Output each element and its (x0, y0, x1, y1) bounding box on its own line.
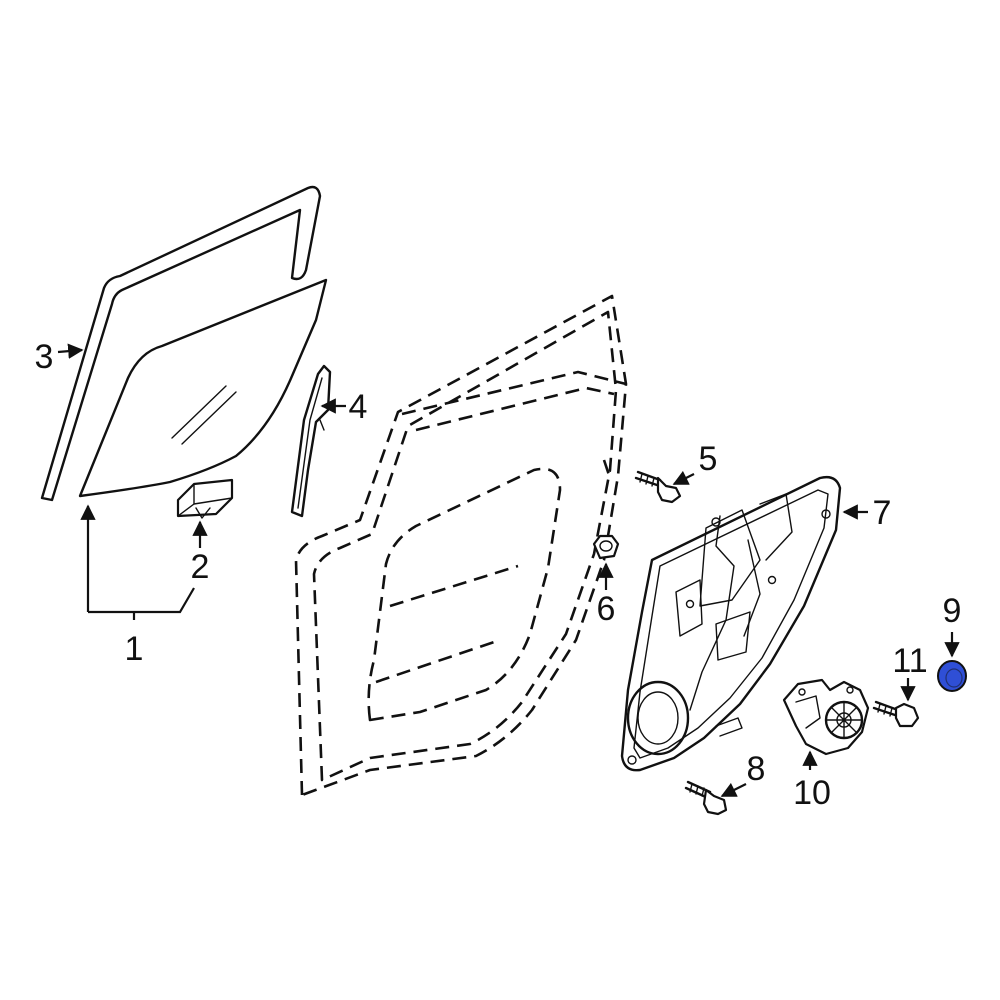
glass-holder (176, 478, 234, 519)
bolt-motor (872, 700, 920, 728)
callout-11: 11 (892, 642, 927, 680)
callout-labels: 1 2 3 4 5 6 7 8 9 10 11 (35, 338, 962, 812)
callout-8: 8 (747, 750, 766, 788)
callout-3: 3 (35, 338, 54, 376)
grommet-highlighted (937, 660, 967, 692)
door-glass (78, 278, 328, 498)
callout-1: 1 (125, 630, 144, 668)
door-shell-outline (294, 294, 628, 797)
bolt-lower (684, 780, 728, 816)
nut (592, 534, 620, 560)
callout-7: 7 (873, 494, 892, 532)
leader-lines (57, 343, 960, 797)
callout-9: 9 (943, 592, 962, 630)
rear-run-channel (290, 364, 332, 518)
callout-6: 6 (597, 590, 616, 628)
callout-4: 4 (349, 388, 368, 426)
callout-2: 2 (191, 548, 210, 586)
bolt-upper (634, 470, 682, 504)
callout-10: 10 (793, 774, 831, 812)
glass-run-channel (40, 185, 322, 502)
callout-5: 5 (699, 440, 718, 478)
window-motor (782, 678, 870, 756)
regulator-module-panel (620, 475, 842, 772)
